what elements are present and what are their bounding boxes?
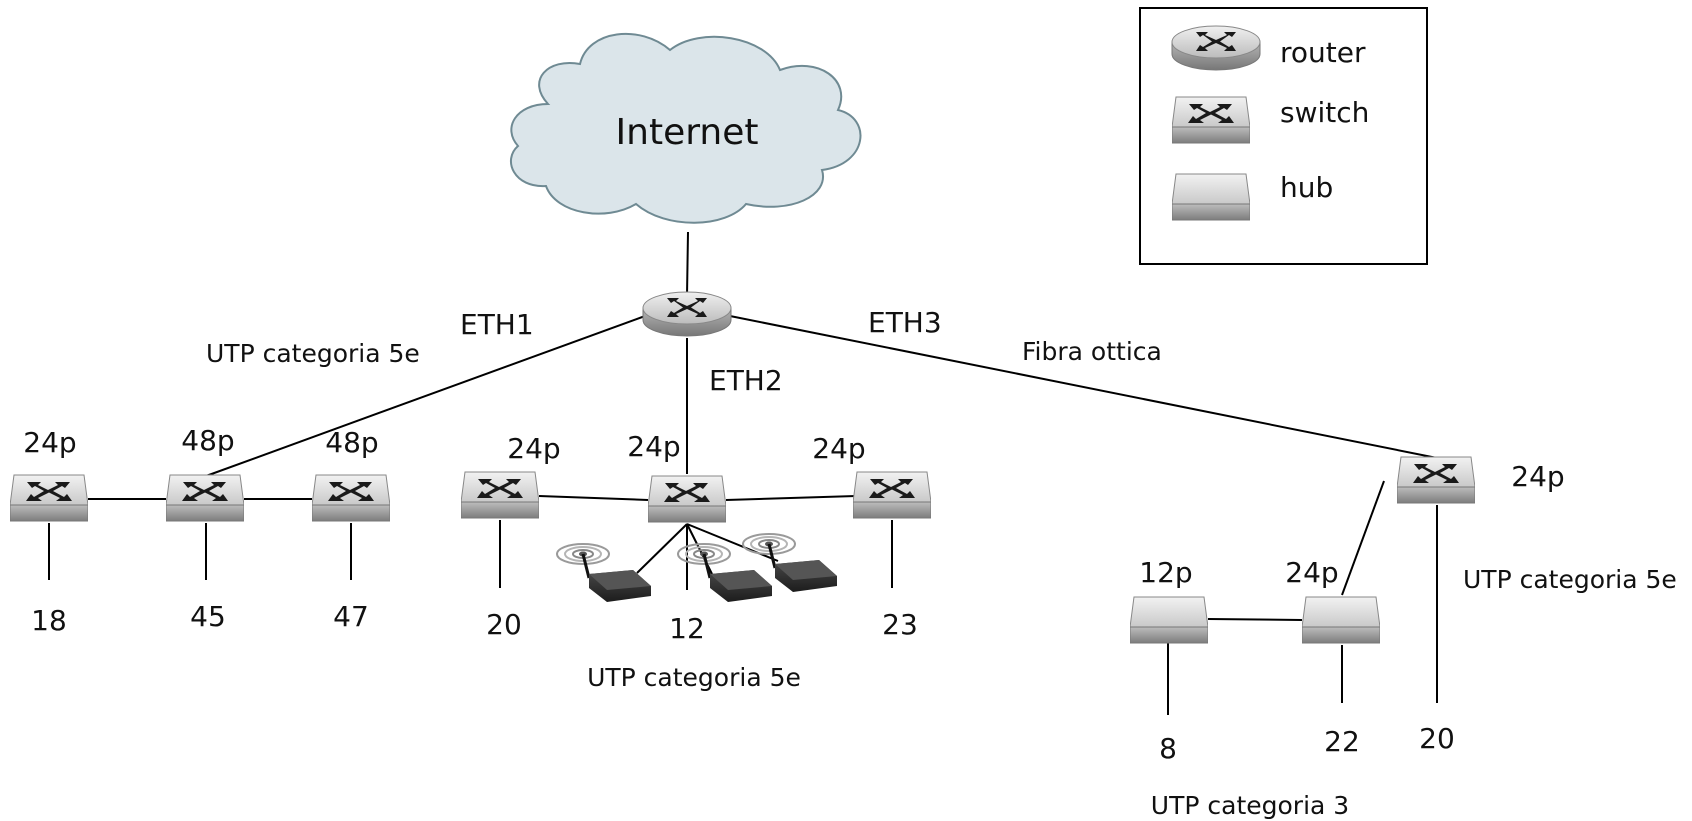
link-center-2-3 <box>725 495 857 501</box>
legend-switch-label: switch <box>1280 96 1369 129</box>
link-eth1 <box>205 315 646 477</box>
hub-port-label: 12p <box>1139 556 1192 589</box>
hub-icon[interactable] <box>1130 596 1208 644</box>
host-count-label: 22 <box>1324 725 1360 758</box>
center-switch-group: 24p 20 24p 12 24p 23 UTP categoria 5e <box>461 430 931 692</box>
links <box>48 231 1438 715</box>
hub-port-label: 24p <box>1285 556 1338 589</box>
switch-port-label: 24p <box>23 426 76 459</box>
legend-router-label: router <box>1280 36 1366 69</box>
internet-cloud[interactable]: Internet <box>509 32 862 224</box>
host-count-label: 23 <box>882 608 918 641</box>
host-count-label: 18 <box>31 604 67 637</box>
link-center-1-2 <box>538 495 649 501</box>
switch-icon[interactable] <box>10 474 88 522</box>
cloud-label: Internet <box>616 112 759 153</box>
eth1-cable-label: UTP categoria 5e <box>206 339 420 368</box>
link-cloud-router <box>686 231 689 297</box>
switch-port-label: 24p <box>507 432 560 465</box>
link-ap-1 <box>636 523 688 574</box>
router-icon <box>1171 25 1261 71</box>
left-switch-group: 24p 18 48p 45 48p 47 <box>10 424 390 637</box>
router-icon[interactable] <box>642 291 732 337</box>
switch-icon[interactable] <box>312 474 390 522</box>
switch-port-label: 24p <box>1511 460 1564 493</box>
switch-port-label: 48p <box>325 426 378 459</box>
host-count-label: 12 <box>669 612 705 645</box>
host-count-label: 20 <box>486 608 522 641</box>
switch-port-label: 48p <box>181 424 234 457</box>
right-cable-label: UTP categoria 5e <box>1463 565 1677 594</box>
host-count-label: 20 <box>1419 722 1455 755</box>
eth3-cable-label: Fibra ottica <box>1022 337 1162 366</box>
switch-icon[interactable] <box>1397 456 1475 504</box>
right-switch-group: 24p UTP categoria 5e 20 12p 8 24p 22 UTP… <box>1130 456 1677 820</box>
hub-cable-label: UTP categoria 3 <box>1151 791 1349 820</box>
center-cable-label: UTP categoria 5e <box>587 663 801 692</box>
link-ap-3 <box>686 523 779 562</box>
host-count-label: 47 <box>333 600 369 633</box>
legend: router switch hub <box>1139 7 1428 265</box>
link-hub1-hub2 <box>1207 618 1303 621</box>
eth1-label: ETH1 <box>460 308 534 341</box>
hub-icon[interactable] <box>1302 596 1380 644</box>
switch-icon[interactable] <box>166 474 244 522</box>
switch-port-label: 24p <box>812 432 865 465</box>
host-count-label: 8 <box>1159 732 1177 765</box>
switch-icon[interactable] <box>648 475 726 523</box>
switch-port-label: 24p <box>627 430 680 463</box>
legend-hub-label: hub <box>1280 171 1333 204</box>
eth3-label: ETH3 <box>868 306 942 339</box>
host-count-label: 45 <box>190 600 226 633</box>
switch-icon[interactable] <box>461 471 539 519</box>
hub-icon <box>1172 173 1250 221</box>
switch-icon[interactable] <box>853 471 931 519</box>
cloud-icon <box>509 32 862 224</box>
eth2-label: ETH2 <box>709 364 783 397</box>
switch-icon <box>1172 96 1250 144</box>
link-right-switch-hub2 <box>1341 480 1385 596</box>
wireless-access-point-icon[interactable] <box>555 542 653 604</box>
link-eth3 <box>729 315 1438 459</box>
